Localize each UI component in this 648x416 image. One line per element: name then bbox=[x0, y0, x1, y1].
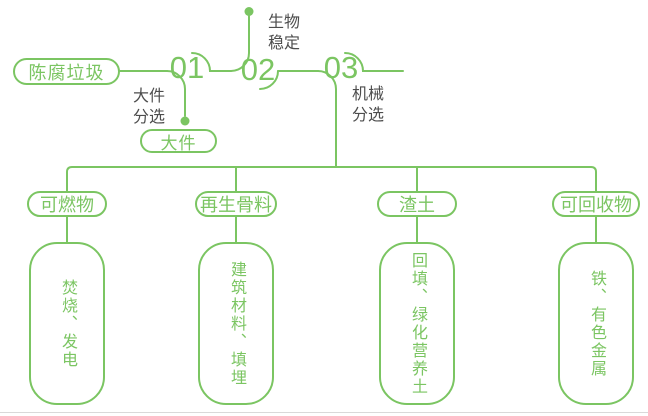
corner-step1-down bbox=[166, 70, 186, 117]
step-number-2: 02 bbox=[240, 52, 276, 87]
label-line: 生物 bbox=[268, 14, 301, 31]
node-category-slag-soil: 渣土 bbox=[377, 191, 457, 217]
label-line: 机械 bbox=[352, 86, 385, 103]
step-number-1: 01 bbox=[169, 50, 205, 85]
node-category-recycled-aggregate: 再生骨料 bbox=[195, 191, 277, 217]
node-products-combustibles: 焚烧、发电 bbox=[29, 242, 105, 405]
curl-step3-out bbox=[344, 52, 404, 72]
label-line: 大件 bbox=[133, 88, 166, 105]
flow-dot-bio bbox=[244, 7, 254, 16]
flow-dot-bulky bbox=[180, 116, 190, 126]
corner-step3-down-to-branch bbox=[317, 70, 337, 168]
page-edge-divider bbox=[0, 412, 648, 413]
label-bulky-sorting: 大件 分选 bbox=[133, 86, 165, 128]
branch-rail bbox=[66, 166, 597, 192]
label-mechanical-sorting: 机械 分选 bbox=[352, 84, 384, 126]
node-category-combustibles: 可燃物 bbox=[27, 191, 107, 217]
node-products-slag-soil: 回填、绿化营养土 bbox=[379, 242, 455, 405]
node-source: 陈腐垃圾 bbox=[13, 58, 120, 85]
label-line: 分选 bbox=[133, 109, 166, 126]
products-text: 建筑材料、填埋 bbox=[228, 260, 245, 387]
corner-step2-up bbox=[230, 15, 250, 72]
curl-step1-to-step2 bbox=[191, 52, 232, 72]
label-line: 分选 bbox=[352, 107, 385, 124]
node-products-recycled-aggregate: 建筑材料、填埋 bbox=[198, 242, 274, 405]
node-bulky-output: 大件 bbox=[140, 129, 217, 153]
node-category-recyclables: 可回收物 bbox=[552, 191, 640, 217]
products-text: 回填、绿化营养土 bbox=[409, 251, 426, 396]
label-line: 稳定 bbox=[268, 35, 301, 52]
label-bio-stabilization: 生物 稳定 bbox=[268, 12, 300, 54]
products-text: 铁、有色金属 bbox=[588, 269, 605, 378]
node-products-recyclables: 铁、有色金属 bbox=[558, 242, 634, 405]
step-number-3: 03 bbox=[323, 50, 359, 85]
curl-step2-under bbox=[259, 70, 279, 90]
products-text: 焚烧、发电 bbox=[59, 278, 76, 369]
